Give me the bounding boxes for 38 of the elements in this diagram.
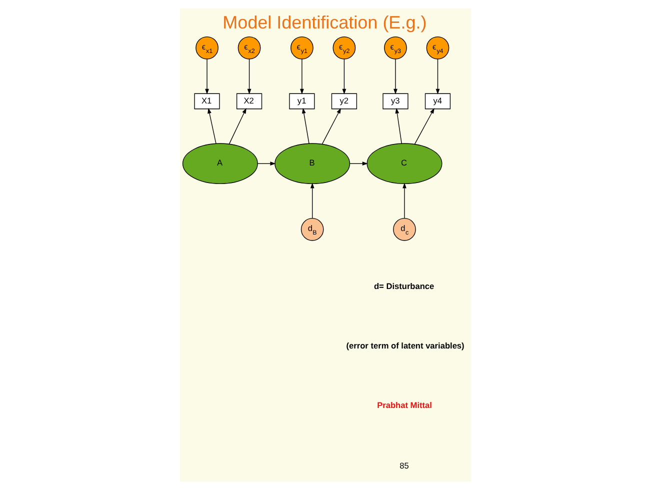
node-box: y1 [288,93,314,110]
label: Prabhat Mittal [376,400,432,410]
arrow [246,58,251,94]
diagram-title: Model Identification (E.g.) [222,12,426,32]
node-circle: ϵ$_{y1}$ [290,36,313,60]
arrow [348,162,368,166]
node-box: y3 [382,93,408,110]
node-circle: ϵ$_{y4}$ [426,36,449,60]
arrow [228,108,246,144]
node-circle: ϵ$_{y3}$ [384,36,406,60]
label: d= Disturbance [374,281,434,292]
node-box: y4 [424,93,450,110]
arrow [414,108,434,144]
arrow [342,58,346,94]
node-ellipse: C [366,143,442,184]
arrow [394,108,402,144]
node-circle: d$_{B}$ [300,218,324,241]
arrow [393,58,397,94]
node-ellipse: B [274,143,350,184]
arrow [300,58,304,94]
arrow [256,162,276,166]
arrow [435,58,440,94]
label: 85 [399,460,408,471]
node-box: X1 [194,93,220,110]
arrow [402,182,406,219]
arrow [204,58,208,94]
node-circle: ϵ$_{y2}$ [332,36,356,60]
arrow [310,182,314,219]
label: (error term of latent variables) [346,340,464,351]
arrow [321,108,341,144]
node-box: y2 [330,93,357,110]
arrow [207,108,216,144]
node-circle: ϵ$_{x2}$ [237,36,260,60]
node-ellipse: A [182,143,258,184]
node-box: X2 [236,93,262,110]
arrow [301,108,309,144]
node-circle: ϵ$_{x1}$ [195,36,218,60]
node-circle: d$_{c}$ [392,218,416,241]
